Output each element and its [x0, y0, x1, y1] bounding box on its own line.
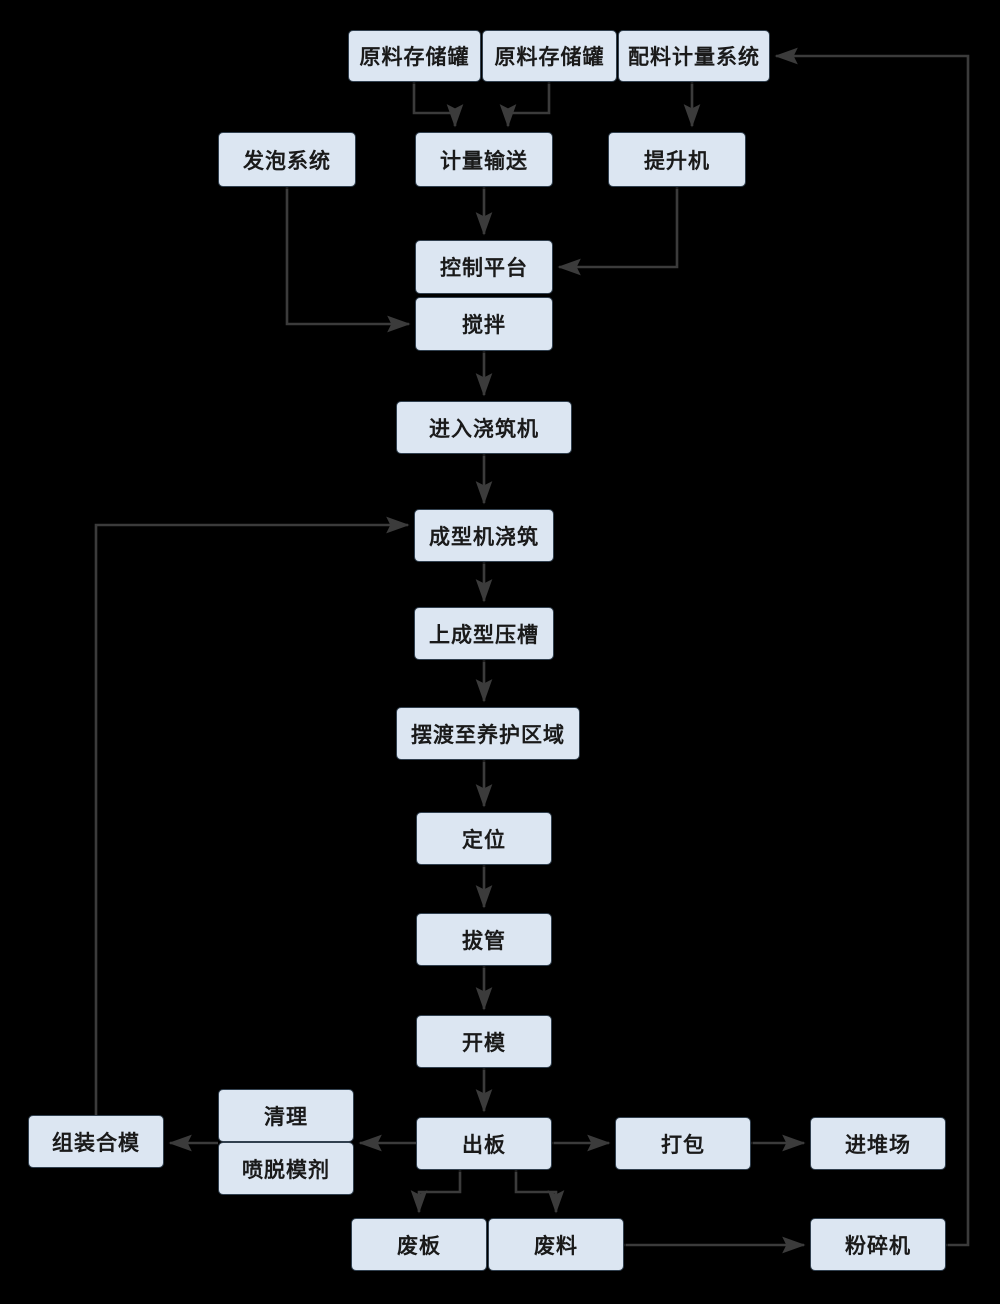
flow-node-n21[interactable]: 进堆场 [810, 1117, 946, 1170]
flow-node-n23[interactable]: 废料 [488, 1218, 624, 1271]
flow-node-n2[interactable]: 原料存储罐 [482, 30, 617, 82]
flow-node-label: 摆渡至养护区域 [411, 722, 565, 747]
flow-node-label: 进堆场 [845, 1132, 911, 1157]
flow-node-label: 控制平台 [440, 256, 528, 280]
flow-node-n10[interactable]: 成型机浇筑 [414, 509, 554, 562]
flow-edge-20 [514, 1170, 565, 1214]
flow-node-n22[interactable]: 废板 [351, 1218, 487, 1271]
flow-node-label: 开模 [462, 1030, 506, 1055]
flow-node-n16[interactable]: 清理 [218, 1089, 354, 1142]
flow-node-n11[interactable]: 上成型压槽 [414, 607, 554, 660]
flow-node-n17[interactable]: 喷脱模剂 [218, 1142, 354, 1195]
flow-node-label: 废板 [397, 1233, 441, 1258]
flow-node-n19[interactable]: 出板 [416, 1117, 552, 1170]
flow-node-n3[interactable]: 配料计量系统 [618, 30, 770, 82]
flow-node-n4[interactable]: 发泡系统 [218, 132, 356, 187]
flow-node-label: 喷脱模剂 [242, 1157, 330, 1182]
flow-node-label: 计量输送 [440, 148, 528, 173]
flow-edge-4 [557, 187, 679, 276]
flow-node-label: 成型机浇筑 [429, 524, 539, 549]
flow-node-n1[interactable]: 原料存储罐 [348, 30, 481, 82]
flow-node-n7[interactable]: 控制平台 [415, 240, 553, 294]
flow-node-n6[interactable]: 提升机 [608, 132, 746, 187]
flow-node-label: 配料计量系统 [628, 45, 760, 69]
flow-node-n13[interactable]: 定位 [416, 812, 552, 865]
flow-node-label: 粉碎机 [845, 1233, 911, 1258]
flow-node-n15[interactable]: 开模 [416, 1015, 552, 1068]
flow-node-label: 上成型压槽 [429, 622, 539, 647]
flow-node-label: 废料 [534, 1233, 578, 1258]
flow-node-label: 定位 [462, 827, 506, 852]
flow-node-label: 发泡系统 [243, 148, 331, 173]
flow-edge-22 [774, 47, 970, 1247]
flow-node-label: 原料存储罐 [494, 45, 605, 69]
flow-node-n12[interactable]: 摆渡至养护区域 [396, 707, 580, 760]
flow-node-n18[interactable]: 组装合模 [28, 1115, 164, 1168]
flow-node-n5[interactable]: 计量输送 [415, 132, 553, 187]
flow-edge-5 [285, 187, 411, 333]
flow-node-label: 提升机 [644, 148, 710, 173]
flow-node-label: 清理 [264, 1104, 308, 1129]
flow-node-n9[interactable]: 进入浇筑机 [396, 401, 572, 454]
flow-edge-8 [94, 516, 410, 1115]
flow-node-n14[interactable]: 拔管 [416, 913, 552, 966]
flow-edge-1 [499, 82, 551, 128]
flow-node-n24[interactable]: 粉碎机 [810, 1218, 946, 1271]
flow-node-n8[interactable]: 搅拌 [415, 297, 553, 351]
flow-node-label: 组装合模 [52, 1130, 140, 1155]
flow-node-label: 出板 [462, 1132, 506, 1157]
flow-node-label: 原料存储罐 [359, 45, 470, 69]
flow-node-label: 打包 [661, 1132, 705, 1157]
flow-node-n20[interactable]: 打包 [615, 1117, 751, 1170]
flow-edge-19 [410, 1170, 462, 1214]
flow-node-label: 搅拌 [462, 313, 506, 337]
flow-edge-0 [412, 82, 464, 128]
flow-node-label: 拔管 [462, 928, 506, 953]
flow-node-label: 进入浇筑机 [429, 416, 539, 441]
